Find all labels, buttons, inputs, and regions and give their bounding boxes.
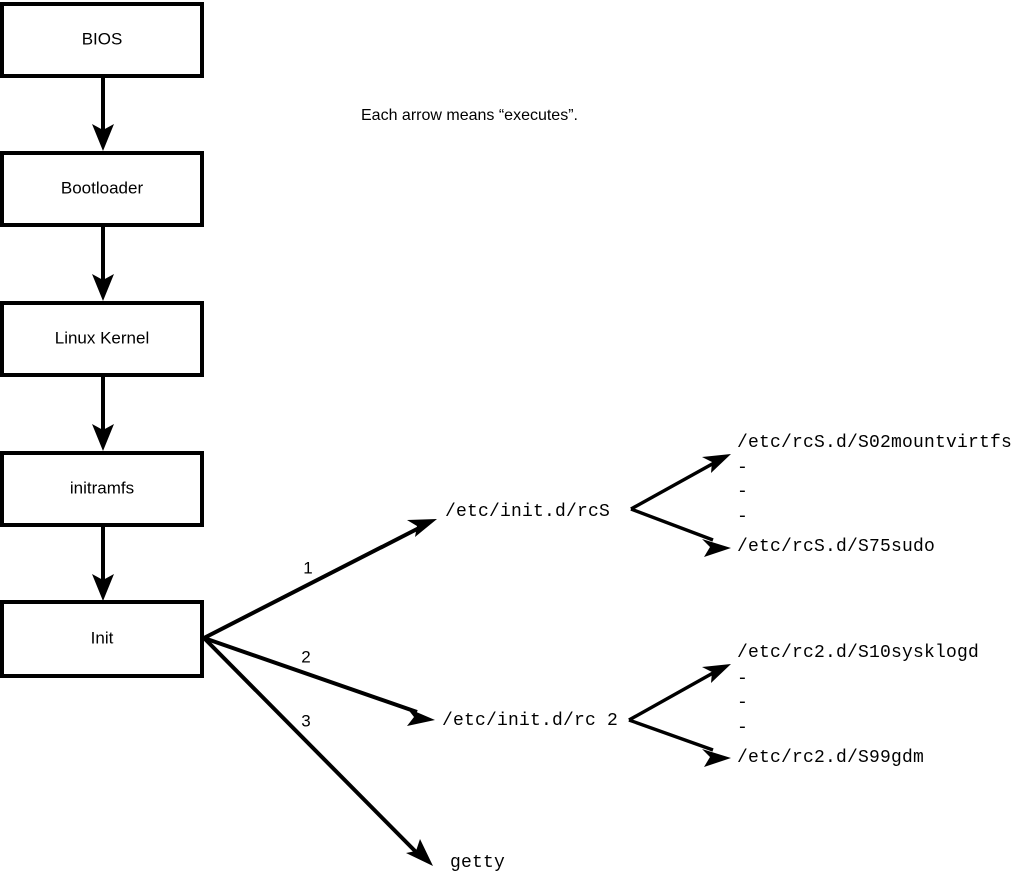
arrowhead-icon: [702, 454, 731, 473]
node-init[interactable]: Init: [0, 600, 204, 678]
arrow-bios-to-bootloader: [92, 77, 114, 151]
branch-number-3: 3: [301, 711, 310, 730]
arrow-rcs-to-last-script: [630, 507, 731, 557]
arrowhead-icon: [92, 424, 114, 451]
arrow-bootloader-to-kernel: [92, 226, 114, 301]
arrowhead-icon: [407, 519, 437, 537]
node-initramfs[interactable]: initramfs: [0, 451, 204, 527]
arrowhead-icon: [702, 749, 731, 767]
arrowhead-icon: [407, 708, 435, 726]
target-label-rc2[interactable]: /etc/init.d/rc 2: [442, 711, 618, 731]
branch-number-1: 1: [303, 558, 312, 577]
node-linux-kernel[interactable]: Linux Kernel: [0, 301, 204, 377]
bios-label: BIOS: [82, 29, 123, 48]
arrowhead-icon: [702, 539, 731, 557]
arrow-init-branch-3: [202, 636, 433, 866]
node-bootloader[interactable]: Bootloader: [0, 151, 204, 227]
rc2-ellipsis-dash-2: -: [737, 693, 748, 713]
linux-kernel-box[interactable]: [0, 301, 204, 377]
branch-number-2: 2: [301, 647, 310, 666]
arrow-init-branch-1: [203, 519, 437, 640]
init-box[interactable]: [0, 600, 204, 678]
arrowhead-icon: [92, 124, 114, 151]
arrow-rcs-to-first-script: [630, 454, 731, 511]
rc2-script-first[interactable]: /etc/rc2.d/S10sysklogd: [737, 643, 979, 663]
rcs-ellipsis-dash-2: -: [737, 482, 748, 502]
arrow-rc2-to-last-script: [628, 718, 731, 767]
target-label-getty[interactable]: getty: [450, 853, 505, 873]
target-label-rcs[interactable]: /etc/init.d/rcS: [445, 502, 610, 522]
arrowhead-icon: [702, 664, 731, 683]
bootloader-box[interactable]: [0, 151, 204, 227]
init-label: Init: [91, 628, 114, 647]
arrow-rc2-to-first-script: [628, 664, 731, 722]
rc2-ellipsis-dash-1: -: [737, 669, 748, 689]
rc2-script-last[interactable]: /etc/rc2.d/S99gdm: [737, 748, 924, 768]
rc2-ellipsis-dash-3: -: [737, 718, 748, 738]
initramfs-label: initramfs: [70, 478, 134, 497]
arrow-kernel-to-initramfs: [92, 376, 114, 451]
node-bios[interactable]: BIOS: [0, 2, 204, 78]
arrowhead-icon: [92, 574, 114, 601]
rcs-ellipsis-dash-3: -: [737, 507, 748, 527]
arrowhead-icon: [92, 274, 114, 301]
initramfs-box[interactable]: [0, 451, 204, 527]
rcs-script-last[interactable]: /etc/rcS.d/S75sudo: [737, 537, 935, 557]
rcs-ellipsis-dash-1: -: [737, 458, 748, 478]
legend-note: Each arrow means “executes”.: [361, 107, 578, 124]
arrow-initramfs-to-init: [92, 526, 114, 601]
bios-box[interactable]: [0, 2, 204, 78]
arrowhead-icon: [406, 839, 433, 866]
arrow-init-branch-2: [203, 636, 435, 726]
linux-kernel-label: Linux Kernel: [55, 328, 150, 347]
bootloader-label: Bootloader: [61, 178, 144, 197]
rcs-script-first[interactable]: /etc/rcS.d/S02mountvirtfs: [737, 433, 1012, 453]
